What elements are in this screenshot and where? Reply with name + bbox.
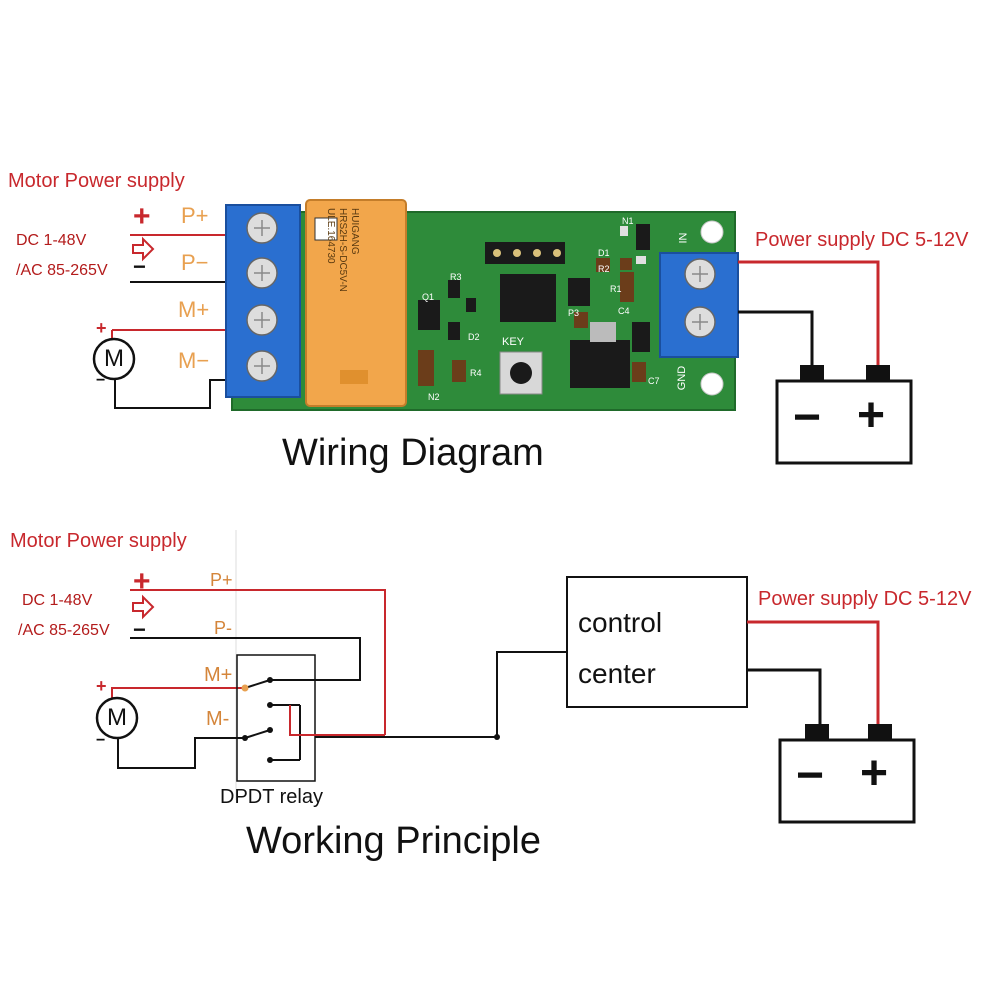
motor-symbol: M <box>104 345 124 372</box>
principle-p-minus-wire <box>130 637 361 681</box>
principle-power-minus-wire <box>747 668 822 737</box>
power-plus-wire <box>738 260 880 378</box>
dpdt-relay-label: DPDT relay <box>220 786 323 808</box>
principle-terminal-p-plus: P+ <box>210 570 233 590</box>
principle-power-plus-wire <box>747 620 880 737</box>
principle-battery-minus-sign: − <box>796 749 825 802</box>
gnd-label: GND <box>676 365 689 391</box>
working-principle-title: Working Principle <box>246 820 541 862</box>
principle-terminal-m-plus: M+ <box>204 664 233 686</box>
ic-chip <box>500 274 556 322</box>
arrow-icon <box>132 236 155 262</box>
principle-power-supply-label: Power supply DC 5-12V <box>758 588 972 610</box>
terminal-m-plus: M+ <box>178 297 210 322</box>
arrow-icon-2 <box>132 594 155 620</box>
principle-m-minus-wire <box>117 737 245 769</box>
relay-component <box>305 199 407 407</box>
power-supply-label: Power supply DC 5-12V <box>755 229 969 251</box>
power-minus-wire <box>738 310 814 378</box>
motor-icon-2 <box>95 696 139 740</box>
terminal-p-plus: P+ <box>181 203 209 228</box>
wiring-diagram-title: Wiring Diagram <box>282 432 544 474</box>
control-center-box <box>566 576 748 708</box>
silk-c4: C4 <box>618 306 630 316</box>
silk-r3: R3 <box>450 272 462 282</box>
m-minus-wire <box>114 378 240 409</box>
battery-minus-sign: − <box>793 391 822 444</box>
principle-p-plus-wire <box>130 589 386 735</box>
battery-icon-2 <box>778 738 916 824</box>
silk-r1: R1 <box>610 284 622 294</box>
motor-plus-sign: + <box>96 318 107 338</box>
principle-motor-minus-sign: − <box>96 732 106 749</box>
control-center-line2: center <box>578 658 656 689</box>
battery-plus-sign: + <box>857 389 886 442</box>
minus-sign: − <box>133 254 146 279</box>
principle-battery-plus-sign: + <box>860 747 889 800</box>
motor-icon <box>92 337 136 381</box>
silk-n2: N2 <box>428 392 440 402</box>
control-center-line1: control <box>578 607 663 638</box>
relay-cert: ULE.164730 <box>325 208 336 264</box>
in-label: IN <box>677 232 690 244</box>
ac-voltage-label: /AC 85-265V <box>16 262 108 279</box>
silk-r2: R2 <box>598 264 610 274</box>
silk-q1: Q1 <box>422 292 435 302</box>
principle-motor-plus-sign: + <box>96 676 107 696</box>
principle-motor-power-supply-label: Motor Power supply <box>10 530 187 552</box>
principle-motor-symbol: M <box>107 704 127 731</box>
silk-n1: N1 <box>622 216 634 226</box>
relay-model: HRS2H-S-DC5V-N <box>337 208 348 292</box>
battery-icon <box>775 379 913 465</box>
silk-r4: R4 <box>470 368 482 378</box>
silk-d2: D2 <box>468 332 480 342</box>
plus-sign: + <box>133 200 151 233</box>
principle-terminal-m-minus: M- <box>206 708 230 730</box>
principle-dc-voltage-label: DC 1-48V <box>22 592 93 609</box>
silk-d1: D1 <box>598 248 610 258</box>
principle-minus-sign: − <box>133 617 146 642</box>
key-button <box>510 362 532 384</box>
motor-minus-sign: − <box>96 372 106 389</box>
motor-power-supply-label: Motor Power supply <box>8 170 185 192</box>
principle-terminal-p-minus: P- <box>214 618 232 638</box>
key-label: KEY <box>502 336 525 348</box>
dpdt-relay-box <box>236 654 316 782</box>
principle-ac-voltage-label: /AC 85-265V <box>18 622 110 639</box>
principle-plus-sign: + <box>133 565 151 598</box>
principle-m-plus-wire <box>111 687 245 700</box>
relay-brand: HUIGANG <box>349 208 360 255</box>
regulator-chip <box>570 340 630 388</box>
terminal-m-minus: M− <box>178 348 210 373</box>
control-wire <box>315 651 568 738</box>
silk-p3: P3 <box>568 308 580 318</box>
dc-voltage-label: DC 1-48V <box>16 232 87 249</box>
terminal-p-minus: P− <box>181 250 209 275</box>
relay-print: HUIGANG HRS2H-S-DC5V-N ULE.164730 <box>324 208 360 292</box>
silk-c7: C7 <box>648 376 660 386</box>
